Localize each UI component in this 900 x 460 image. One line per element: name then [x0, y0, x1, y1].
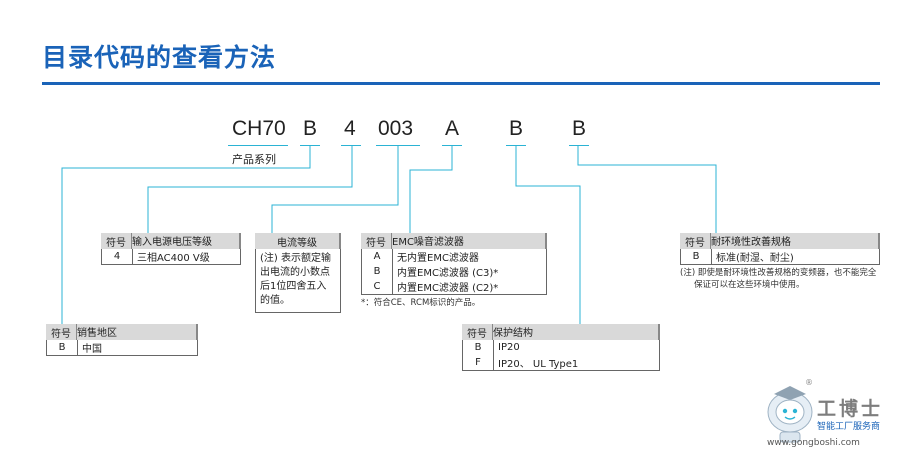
- table-row: B 内置EMC滤波器 (C3)*: [361, 264, 546, 279]
- current-table: 电流等级 (注) 表示额定输出电流的小数点后1位四舍五入的值。: [255, 233, 341, 313]
- cell-symbol: B: [373, 266, 381, 277]
- cell-value: 内置EMC滤波器 (C3)*: [392, 264, 546, 279]
- page-title: 目录代码的查看方法: [42, 43, 277, 72]
- cell-symbol: B: [474, 342, 482, 353]
- title-underline: [42, 82, 880, 85]
- watermark-name: 工博士: [817, 398, 884, 420]
- watermark-url: www.gongboshi.com: [767, 438, 860, 448]
- cell-symbol: B: [692, 251, 700, 262]
- environment-header-name: 耐环境性改善规格: [710, 233, 878, 249]
- region-table: 符号 销售地区 B 中国: [46, 324, 198, 356]
- table-row: B 中国: [46, 340, 197, 355]
- environment-note-line: 保证可以在这些环境中使用。: [694, 280, 805, 290]
- connector-region: [61, 146, 311, 325]
- cell-value: 内置EMC滤波器 (C2)*: [392, 279, 546, 294]
- cell-symbol: 4: [113, 251, 121, 262]
- protection-table: 符号 保护结构 B IP20 F IP20、 UL Type1: [462, 324, 660, 371]
- protection-header-name: 保护结构: [492, 324, 658, 340]
- code-underline: [300, 145, 320, 146]
- emc-header-name: EMC噪音滤波器: [391, 233, 545, 249]
- code-underline: [341, 145, 361, 146]
- current-note: (注) 表示额定输出电流的小数点后1位四舍五入的值。: [255, 249, 341, 313]
- table-row: B IP20: [462, 340, 659, 355]
- connector-voltage: [147, 146, 353, 233]
- cell-symbol: F: [475, 357, 481, 368]
- code-emc: A: [445, 117, 460, 140]
- environment-note-line: (注) 即使是耐环境性改善规格的变频器，也不能完全: [680, 268, 877, 278]
- voltage-header-name: 输入电源电压等级: [131, 233, 239, 249]
- cell-symbol: B: [58, 342, 66, 353]
- environment-header-symbol: 符号: [685, 237, 705, 249]
- code-series: CH70: [232, 117, 286, 140]
- connector-environment: [577, 146, 717, 233]
- protection-header-symbol: 符号: [467, 328, 487, 340]
- emc-table: 符号 EMC噪音滤波器 A 无内置EMC滤波器 B 内置EMC滤波器 (C3)*…: [361, 233, 547, 295]
- cell-value: IP20、 UL Type1: [493, 355, 659, 370]
- cell-value: 无内置EMC滤波器: [392, 249, 546, 264]
- series-label: 产品系列: [232, 153, 276, 166]
- code-underline: [506, 145, 526, 146]
- table-row: C 内置EMC滤波器 (C2)*: [361, 279, 546, 294]
- connector-current: [271, 146, 399, 233]
- environment-table: 符号 耐环境性改善规格 B 标准(耐湿、耐尘): [680, 233, 880, 265]
- cell-value: IP20: [493, 340, 659, 355]
- region-header-name: 销售地区: [76, 324, 196, 340]
- cell-value: 标准(耐湿、耐尘): [711, 249, 879, 264]
- robot-mascot-icon: [767, 386, 813, 443]
- table-row: 4 三相AC400 V级: [101, 249, 240, 264]
- code-underline: [442, 145, 462, 146]
- voltage-table: 符号 输入电源电压等级 4 三相AC400 V级: [101, 233, 241, 265]
- table-row: A 无内置EMC滤波器: [361, 249, 546, 264]
- code-region: B: [303, 117, 318, 140]
- code-protection: B: [509, 117, 524, 140]
- code-environment: B: [572, 117, 587, 140]
- code-current: 003: [378, 117, 414, 140]
- code-underline: [228, 145, 288, 146]
- code-underline: [376, 145, 420, 146]
- region-header-symbol: 符号: [51, 328, 71, 340]
- cell-symbol: C: [373, 281, 381, 292]
- emc-note: *：符合CE、RCM标识的产品。: [361, 298, 481, 308]
- connector-protection: [515, 146, 581, 325]
- watermark-tagline: 智能工厂服务商: [817, 422, 881, 432]
- cell-symbol: A: [373, 251, 381, 262]
- cell-value: 三相AC400 V级: [132, 249, 240, 264]
- table-row: F IP20、 UL Type1: [462, 355, 659, 370]
- current-header: 电流等级: [255, 233, 341, 249]
- environment-note: (注) 即使是耐环境性改善规格的变频器，也不能完全 保证可以在这些环境中使用。: [680, 267, 890, 291]
- registered-mark: ®: [805, 378, 813, 387]
- code-voltage: 4: [344, 117, 356, 140]
- table-row: B 标准(耐湿、耐尘): [680, 249, 879, 264]
- connector-emc: [409, 146, 453, 233]
- code-underline: [569, 145, 589, 146]
- voltage-header-symbol: 符号: [106, 237, 126, 249]
- emc-header-symbol: 符号: [366, 237, 386, 249]
- cell-value: 中国: [77, 340, 197, 355]
